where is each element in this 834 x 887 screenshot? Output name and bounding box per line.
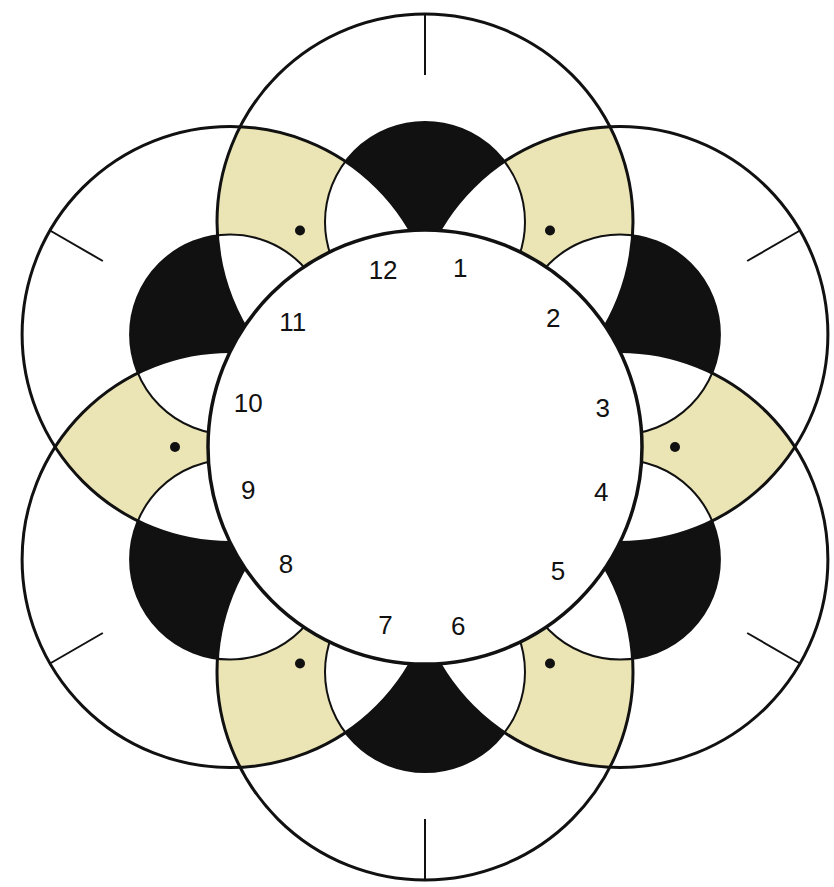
clock-number: 3	[595, 395, 611, 421]
clock-number: 2	[545, 305, 561, 331]
spoke	[50, 231, 103, 262]
dots	[170, 226, 680, 669]
clock-number: 8	[278, 551, 294, 577]
petal-outlines	[22, 14, 828, 880]
clock-number: 7	[377, 612, 393, 638]
spoke	[747, 633, 800, 664]
clock-number: 12	[368, 257, 399, 283]
clock-number: 9	[240, 477, 256, 503]
white-lenses	[130, 122, 720, 772]
spoke	[747, 231, 800, 262]
spoke	[424, 819, 426, 880]
clock-number: 4	[593, 479, 609, 505]
black-petals	[130, 122, 720, 772]
clock-number: 1	[452, 255, 468, 281]
clock-number: 5	[550, 558, 566, 584]
dot	[295, 226, 305, 236]
clock-number: 6	[450, 613, 466, 639]
dot	[295, 659, 305, 669]
spokes	[50, 14, 800, 880]
clock-number: 11	[278, 309, 307, 335]
dot	[545, 659, 555, 669]
dot	[670, 442, 680, 452]
spoke	[424, 14, 426, 75]
clock-face	[208, 230, 642, 664]
outer-petals	[22, 14, 828, 880]
clock-number: 10	[233, 390, 264, 416]
tan-lenses	[22, 14, 828, 880]
dot	[170, 442, 180, 452]
dot	[545, 226, 555, 236]
spoke	[50, 633, 103, 664]
